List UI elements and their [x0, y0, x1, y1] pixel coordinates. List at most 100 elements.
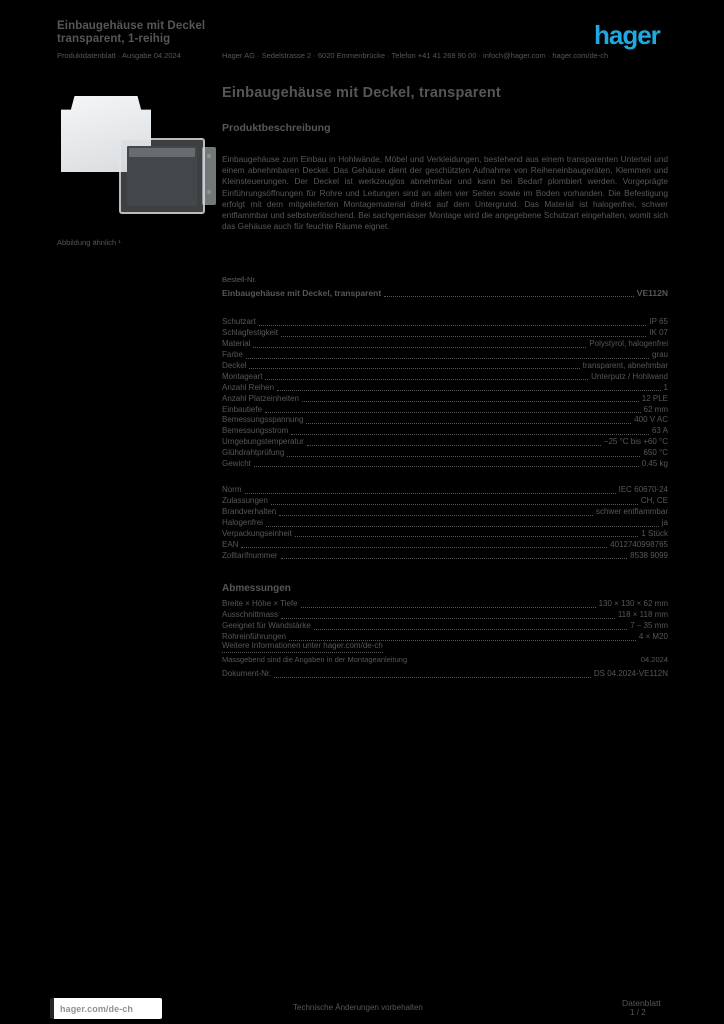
- leader-line: [253, 466, 639, 468]
- footer-doc-type: Datenblatt: [622, 998, 661, 1008]
- header-title-line2: transparent, 1-reihig: [57, 33, 171, 45]
- spec-value: Polystyrol, halogenfrei: [589, 339, 668, 349]
- spec-label: Einbautiefe: [222, 404, 263, 414]
- spec-value: schwer entflammbar: [595, 507, 668, 517]
- spec-row: Material Polystyrol, halogenfrei: [222, 338, 668, 349]
- spec-value: IK 07: [649, 328, 668, 338]
- spec-label: Material: [222, 339, 251, 349]
- spec-label: Montageart: [222, 371, 263, 381]
- spec-row: Breite × Höhe × Tiefe 130 × 130 × 62 mm: [222, 598, 668, 609]
- leader-line: [281, 617, 615, 619]
- more-info-link[interactable]: Weitere Informationen unter hager.com/de…: [222, 641, 383, 653]
- leader-line: [244, 492, 616, 494]
- leader-line: [287, 455, 641, 457]
- image-caption: Abbildung ähnlich ¹: [57, 238, 121, 247]
- spec-label: Zulassungen: [222, 496, 268, 506]
- leader-line: [291, 433, 649, 435]
- leader-line: [313, 628, 628, 630]
- spec-label: Deckel: [222, 360, 247, 370]
- spec-value: VE112N: [636, 287, 668, 298]
- spec-label: Brandverhalten: [222, 507, 277, 517]
- spec-label: Dokument-Nr.: [222, 669, 272, 679]
- spec-value: Unterputz / Hohlwand: [591, 371, 668, 381]
- dimension-table: Breite × Höhe × Tiefe 130 × 130 × 62 mm A…: [222, 598, 668, 642]
- spec-value: ja: [661, 518, 668, 528]
- header-title-block: Einbaugehäuse mit Deckel transparent, 1-…: [57, 20, 227, 60]
- spec-label: Gewicht: [222, 458, 251, 468]
- spec-label: Norm: [222, 485, 242, 495]
- spec-label: Einbaugehäuse mit Deckel, transparent: [222, 287, 382, 298]
- spec-value: 62 mm: [643, 404, 668, 414]
- footer-website-box[interactable]: hager.com/de-ch: [50, 998, 162, 1019]
- leader-line: [289, 639, 636, 641]
- page-title: Einbaugehäuse mit Deckel, transparent: [222, 85, 501, 101]
- footer-website-link[interactable]: hager.com/de-ch: [60, 1003, 134, 1014]
- spec-label: Umgebungstemperatur: [222, 437, 304, 447]
- spec-row: Glühdrahtprüfung 650 °C: [222, 447, 668, 458]
- enclosure-rail: [129, 148, 195, 157]
- spec-label: Anzahl Platzeinheiten: [222, 393, 299, 403]
- leader-line: [279, 514, 593, 516]
- leader-line: [245, 357, 649, 359]
- leader-line: [277, 390, 661, 392]
- spec-value: 7 – 35 mm: [630, 621, 668, 631]
- enclosure-box-image: [119, 138, 216, 214]
- leader-line: [280, 558, 628, 560]
- spec-value: 650 °C: [643, 448, 668, 458]
- section-heading-description: Produktbeschreibung: [222, 122, 331, 134]
- spec-label: Bemessungsspannung: [222, 415, 304, 425]
- spec-row: Anzahl Platzeinheiten 12 PLE: [222, 392, 668, 403]
- note-text: Massgebend sind die Angaben in der Monta…: [222, 655, 408, 665]
- spec-value: CH, CE: [640, 496, 668, 506]
- spec-label: Farbe: [222, 350, 243, 360]
- spec-value: 4 × M20: [638, 632, 668, 642]
- spec-value: 12 PLE: [641, 393, 668, 403]
- leader-line: [384, 296, 634, 297]
- spec-label: Schutzart: [222, 317, 256, 327]
- spec-label: Bemessungsstrom: [222, 426, 289, 436]
- spec-label: Breite × Höhe × Tiefe: [222, 599, 298, 609]
- spec-row: Umgebungstemperatur−25 °C bis +60 °C: [222, 436, 668, 447]
- leader-line: [281, 335, 647, 337]
- spec-label: Ausschnittmass: [222, 610, 279, 620]
- leader-line: [274, 676, 591, 678]
- spec-row: Einbautiefe 62 mm: [222, 403, 668, 414]
- note-row: Massgebend sind die Angaben in der Monta…: [222, 654, 668, 665]
- spec-row: Zolltarifnummer 8538 9099: [222, 549, 668, 560]
- leader-line: [306, 444, 601, 446]
- leader-line: [300, 606, 596, 608]
- leader-line: [294, 536, 639, 538]
- spec-row: Zulassungen CH, CE: [222, 495, 668, 506]
- spec-value: 118 × 118 mm: [617, 610, 668, 620]
- leader-line: [301, 401, 639, 403]
- spec-value: 8538 9099: [630, 550, 668, 560]
- spec-value: 63 A: [651, 426, 668, 436]
- header-title-line1: Einbaugehäuse mit Deckel: [57, 20, 206, 32]
- product-description: Einbaugehäuse zum Einbau in Hohlwände, M…: [222, 154, 668, 232]
- spec-row: Einbaugehäuse mit Deckel, transparent VE…: [222, 286, 668, 298]
- spec-label: Glühdrahtprüfung: [222, 448, 285, 458]
- header-address-line: Hager AG · Sedelstrasse 2 · 6020 Emmenbr…: [222, 51, 609, 60]
- leader-line: [249, 368, 580, 370]
- spec-value: 1 Stück: [641, 528, 668, 538]
- spec-label: Zolltarifnummer: [222, 550, 278, 560]
- spec-value: 130 × 130 × 62 mm: [598, 599, 668, 609]
- leader-line: [265, 412, 641, 414]
- spec-row: Brandverhalten schwer entflammbar: [222, 506, 668, 517]
- spec-row: Bemessungsstrom 63 A: [222, 425, 668, 436]
- order-row: Einbaugehäuse mit Deckel, transparent VE…: [222, 286, 668, 298]
- spec-value: 1: [663, 382, 668, 392]
- spec-label: Rohreinführungen: [222, 632, 287, 642]
- order-number-label: Bestell-Nr.: [222, 275, 257, 284]
